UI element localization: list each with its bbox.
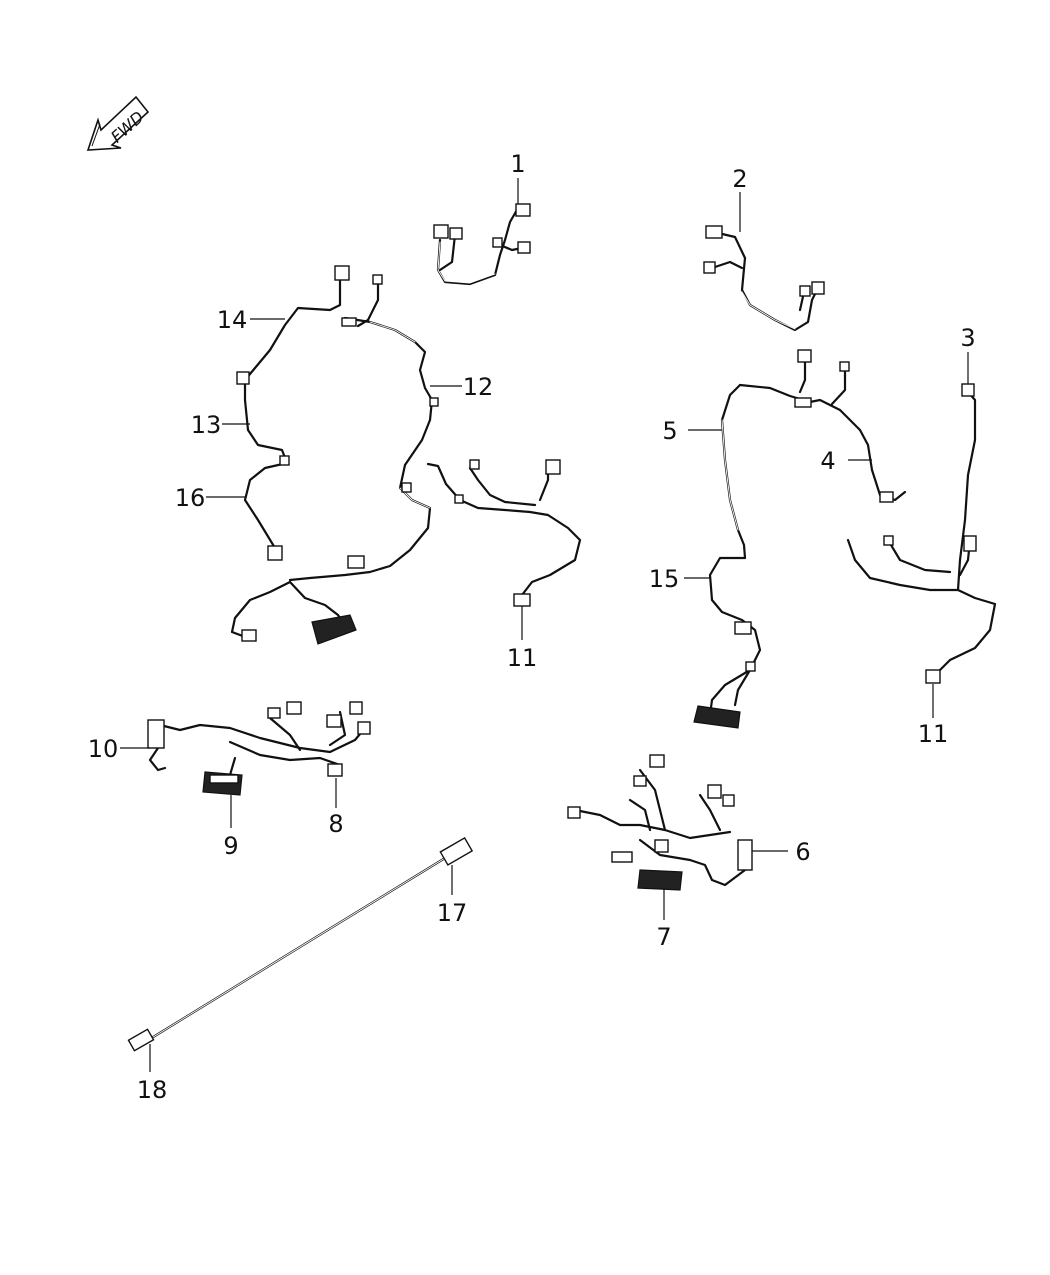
harness-part-3	[956, 383, 977, 592]
harness-part-2	[703, 225, 825, 332]
harness-parts-6-7	[567, 754, 753, 891]
harness-part-11-left	[426, 459, 582, 607]
callout-11-right: 11	[918, 720, 949, 748]
harness-part-1	[433, 203, 531, 286]
callout-5: 5	[662, 417, 677, 445]
harness-part-11-right	[846, 535, 997, 684]
leader-lines	[120, 178, 969, 1072]
callout-15: 15	[649, 565, 680, 593]
callout-8: 8	[328, 810, 343, 838]
callout-16: 16	[175, 484, 206, 512]
callout-12: 12	[463, 373, 494, 401]
callout-2: 2	[732, 165, 747, 193]
harness-left-main	[230, 265, 439, 645]
callout-17: 17	[437, 899, 468, 927]
callout-18: 18	[137, 1076, 168, 1104]
callout-10: 10	[88, 735, 119, 763]
harness-right-main	[693, 349, 907, 729]
callout-1: 1	[510, 150, 525, 178]
callout-13: 13	[191, 411, 222, 439]
harness-parts-8-9-10	[147, 701, 371, 796]
callout-14: 14	[217, 306, 248, 334]
callout-11-left: 11	[507, 644, 538, 672]
callout-4: 4	[820, 447, 835, 475]
harness-parts-17-18	[127, 836, 474, 1052]
callout-9: 9	[223, 832, 238, 860]
forward-arrow-icon: FWD	[86, 95, 150, 151]
callout-7: 7	[656, 923, 671, 951]
callout-6: 6	[795, 838, 810, 866]
callout-3: 3	[960, 324, 975, 352]
